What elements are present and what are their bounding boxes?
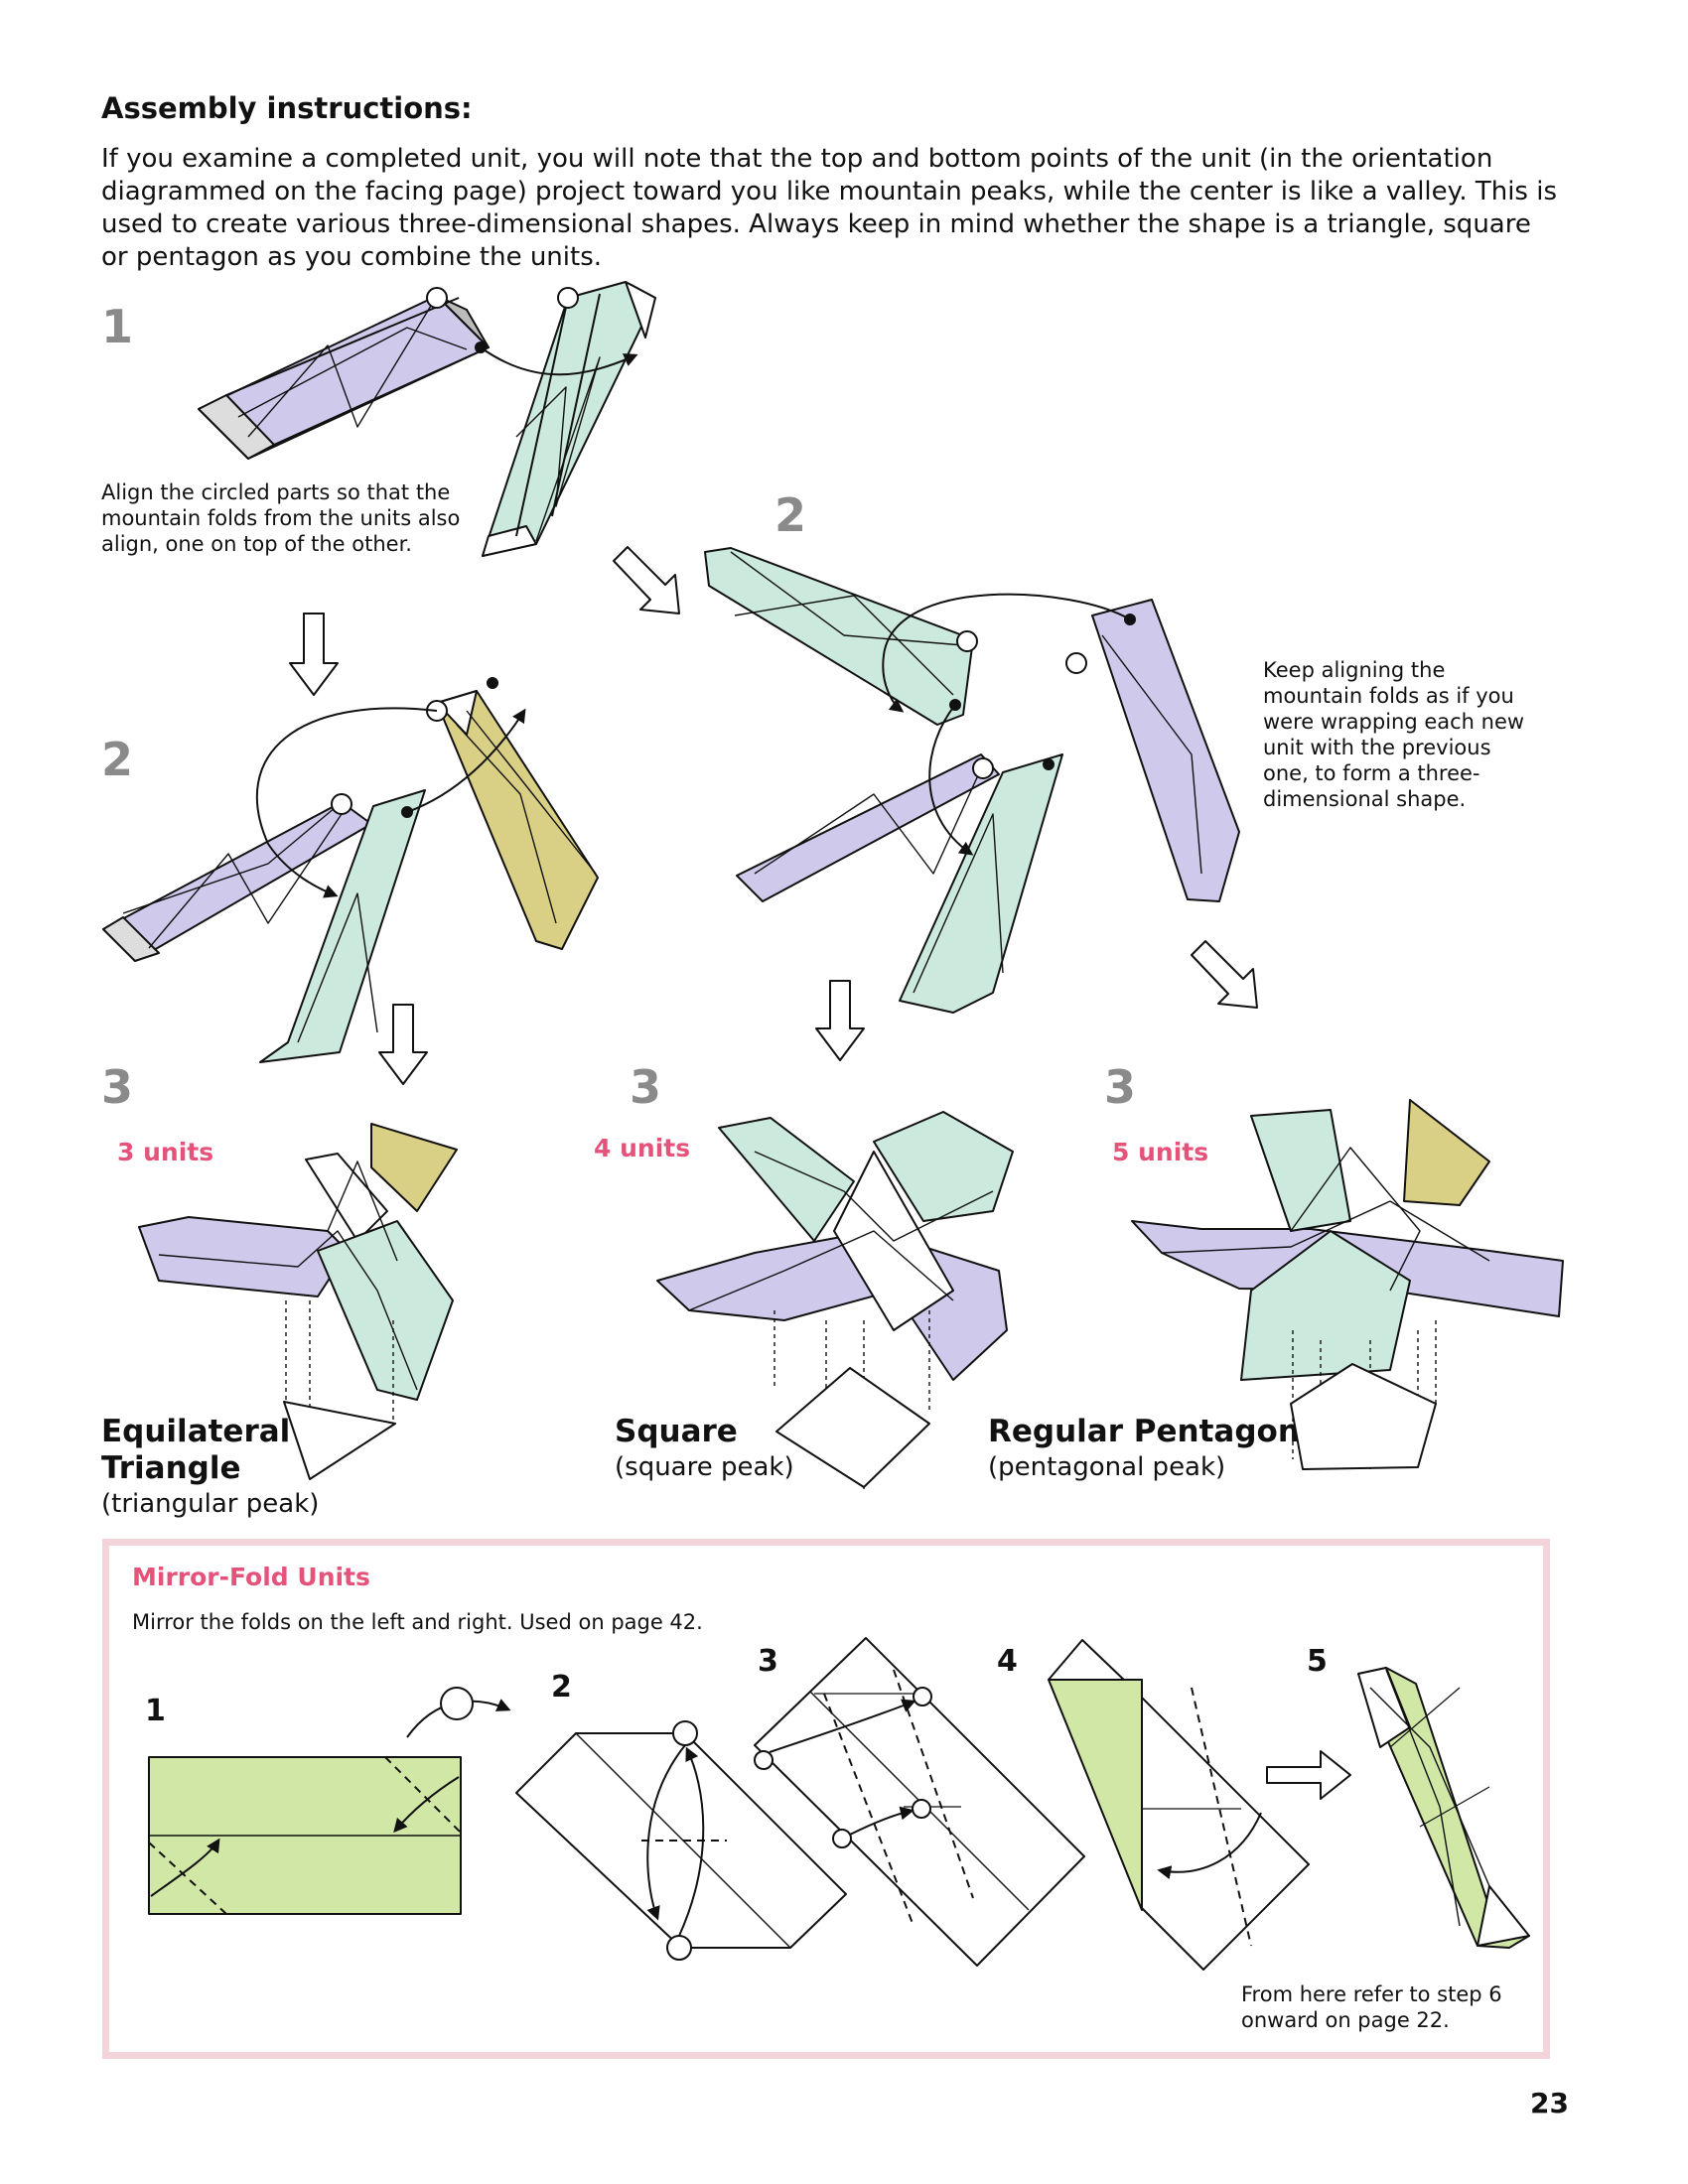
diag-arrow-1 xyxy=(613,546,680,614)
down-arrow-3 xyxy=(815,980,865,1061)
mirror-footer-note: From here refer to step 6 onward on page… xyxy=(1241,1982,1502,2032)
shape-sub-triangle: (triangular peak) xyxy=(101,1489,320,1519)
step-1-note: Align the circled parts so that the moun… xyxy=(101,480,461,556)
mirror-step-4-label: 4 xyxy=(997,1644,1018,1679)
step-3-label-pentagon: 3 xyxy=(1104,1060,1137,1114)
shape-name-square: Square xyxy=(615,1414,738,1449)
step2-left-assembly xyxy=(102,677,599,1063)
units-label-square: 4 units xyxy=(594,1134,691,1162)
mirror-step-1-diagram xyxy=(148,1687,511,1915)
diag-arrow-2 xyxy=(1191,940,1258,1009)
step-3-label-triangle: 3 xyxy=(101,1060,134,1114)
step-3-label-square: 3 xyxy=(630,1060,662,1114)
flow-arrows xyxy=(289,546,1351,1800)
step1-lavender-unit xyxy=(198,287,490,460)
down-arrow-1 xyxy=(289,613,339,696)
step-2-right-label: 2 xyxy=(774,488,807,542)
mirror-step-2-label: 2 xyxy=(551,1670,572,1705)
mirror-step-3-diagram xyxy=(754,1637,1085,1967)
mirror-step-4-diagram xyxy=(1048,1639,1310,1971)
shape-name-pentagon: Regular Pentagon xyxy=(988,1414,1300,1449)
page-number: 23 xyxy=(1530,2087,1569,2119)
right-arrow xyxy=(1266,1750,1351,1800)
step-2-note: Keep aligning the mountain folds as if y… xyxy=(1263,658,1525,811)
step-1-label: 1 xyxy=(101,300,134,353)
shape-name-triangle: Equilateral Triangle xyxy=(101,1414,291,1486)
mirror-step-5-diagram xyxy=(1357,1667,1530,1949)
step2-right-assembly xyxy=(704,547,1240,1014)
pentagon-peak-model xyxy=(1131,1099,1564,1470)
step1-mint-unit xyxy=(480,281,656,557)
mirror-step-1-label: 1 xyxy=(145,1694,166,1728)
units-label-triangle: 3 units xyxy=(117,1138,214,1166)
intro-paragraph: If you examine a completed unit, you wil… xyxy=(101,144,1558,272)
units-label-pentagon: 5 units xyxy=(1112,1138,1209,1166)
page-heading: Assembly instructions: xyxy=(101,91,473,125)
mirror-step-3-label: 3 xyxy=(758,1644,778,1679)
mirror-fold-description: Mirror the folds on the left and right. … xyxy=(132,1610,703,1634)
mirror-step-5-label: 5 xyxy=(1307,1644,1328,1679)
triangle-peak-model xyxy=(138,1123,458,1480)
shape-sub-square: (square peak) xyxy=(615,1452,794,1482)
square-peak-model xyxy=(656,1111,1014,1489)
step-2-left-label: 2 xyxy=(101,733,134,786)
mirror-fold-title: Mirror-Fold Units xyxy=(132,1563,370,1591)
shape-sub-pentagon: (pentagonal peak) xyxy=(988,1452,1226,1482)
down-arrow-2 xyxy=(378,1004,428,1085)
mirror-step-2-diagram xyxy=(515,1720,847,1961)
